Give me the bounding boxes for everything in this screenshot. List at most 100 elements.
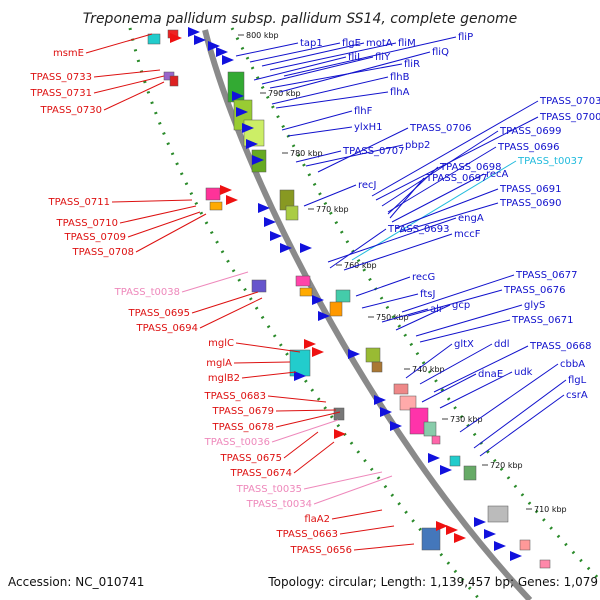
feature-block: [399, 395, 417, 411]
gene-arrow: [374, 395, 386, 405]
gene-arrow: [208, 41, 220, 51]
leader-line: [283, 36, 457, 77]
leader-line: [127, 211, 201, 238]
gene-arrow: [258, 203, 270, 213]
gene-label-flir: fliR: [404, 59, 420, 70]
feature-block: [333, 407, 345, 421]
gene-label-ylxh1: ylxH1: [354, 122, 383, 133]
kbp-tick-label: 790 kbp: [268, 89, 301, 98]
gene-arrow: [232, 91, 244, 101]
leader-line: [433, 345, 529, 393]
gene-arrow: [484, 529, 496, 539]
gene-label-tpass-0679: TPASS_0679: [212, 406, 274, 417]
gene-label-tpass-0675: TPASS_0675: [220, 453, 282, 464]
gene-label-tpass-0677: TPASS_0677: [515, 270, 577, 281]
gene-label-tpass-0656: TPASS_0656: [290, 545, 352, 556]
leader-line: [399, 202, 499, 233]
kbp-tick-label: 710 kbp: [534, 505, 567, 514]
gene-arrow: [170, 33, 182, 43]
leader-line: [249, 42, 341, 63]
leader-line: [405, 343, 453, 379]
gene-arrow: [348, 349, 360, 359]
gene-arrow: [318, 311, 330, 321]
kbp-tick-label: 770 kbp: [316, 205, 349, 214]
leader-line: [181, 271, 249, 293]
accession-text: Accession: NC_010741: [8, 575, 144, 589]
leader-line: [391, 173, 485, 223]
leader-line: [305, 144, 404, 167]
gene-arrow: [436, 521, 448, 531]
feature-block: [519, 539, 531, 551]
leader-line: [235, 42, 299, 57]
feature-block: [209, 201, 223, 211]
gene-arrow: [380, 407, 392, 417]
leader-line: [419, 343, 493, 385]
leader-line: [381, 130, 499, 207]
feature-block: [251, 279, 267, 293]
feature-block: [463, 465, 477, 481]
feature-block: [409, 407, 429, 435]
gene-arrow: [216, 47, 228, 57]
gene-label-flge: flgE: [342, 38, 361, 49]
leader-line: [233, 361, 291, 364]
gene-label-tpass-0733: TPASS_0733: [30, 72, 92, 83]
feature-block: [487, 505, 509, 523]
gene-label-mglb2: mglB2: [208, 373, 240, 384]
kbp-tick-label: 750 kbp: [376, 313, 409, 322]
gene-label-tpass-t0035: TPASS_t0035: [236, 484, 302, 495]
leader-line: [271, 419, 339, 443]
gene-arrow: [264, 217, 276, 227]
leader-line: [331, 509, 383, 520]
leader-line: [389, 177, 425, 219]
leader-line: [395, 304, 451, 331]
feature-block: [169, 75, 179, 87]
leader-line: [103, 81, 165, 111]
gene-label-flil: fliL: [348, 52, 363, 63]
gene-arrow: [226, 195, 238, 205]
gene-label-recj: recJ: [358, 180, 377, 191]
gene-label-mglc: mglC: [208, 338, 234, 349]
gene-label-flip: fliP: [458, 32, 473, 43]
gene-label-tpass-0671: TPASS_0671: [511, 315, 573, 326]
leader-line: [343, 233, 453, 271]
leader-line: [459, 363, 559, 433]
kbp-tick-label: 780 kbp: [290, 149, 323, 158]
gene-label-tpass-0693: TPASS_0693: [387, 224, 449, 235]
gene-label-flim: fliM: [398, 38, 416, 49]
gene-label-mota: motA: [366, 38, 393, 49]
gene-arrow: [222, 55, 234, 65]
leader-line: [421, 373, 477, 403]
gene-label-tpass-0690: TPASS_0690: [499, 198, 561, 209]
leader-line: [395, 188, 499, 229]
gene-label-tpass-0711: TPASS_0711: [48, 197, 110, 208]
gene-label-tpass-0683: TPASS_0683: [204, 391, 266, 402]
leader-line: [93, 69, 161, 78]
genome-summary-text: Topology: circular; Length: 1,139,457 bp…: [267, 575, 598, 589]
leader-line: [339, 525, 395, 535]
gene-arrow: [252, 155, 264, 165]
kbp-tick-label: 760 kbp: [344, 261, 377, 270]
leader-line: [287, 126, 353, 137]
leader-line: [361, 293, 419, 309]
gene-label-tpass-0709: TPASS_0709: [64, 232, 126, 243]
leader-line: [329, 228, 387, 269]
leader-line: [261, 42, 365, 67]
gene-label-tpass-0663: TPASS_0663: [276, 529, 338, 540]
leader-line: [261, 56, 374, 85]
gene-label-tpass-0699: TPASS_0699: [499, 126, 561, 137]
feature-block: [371, 361, 383, 373]
gene-label-flha: flhA: [390, 87, 410, 98]
leader-line: [295, 150, 342, 163]
leader-line: [111, 199, 193, 203]
gene-label-msme: msmE: [53, 48, 84, 59]
gene-label-enga: engA: [458, 213, 484, 224]
gene-arrow: [300, 243, 312, 253]
gene-label-dnae: dnaE: [478, 369, 503, 380]
leader-line: [303, 184, 357, 207]
leader-line: [387, 146, 497, 213]
gene-arrow: [312, 295, 324, 305]
map-title: Treponema pallidum subsp. pallidum SS14,…: [83, 11, 518, 27]
leader-line: [241, 371, 297, 379]
leader-line: [275, 91, 389, 109]
leader-line: [275, 411, 341, 428]
